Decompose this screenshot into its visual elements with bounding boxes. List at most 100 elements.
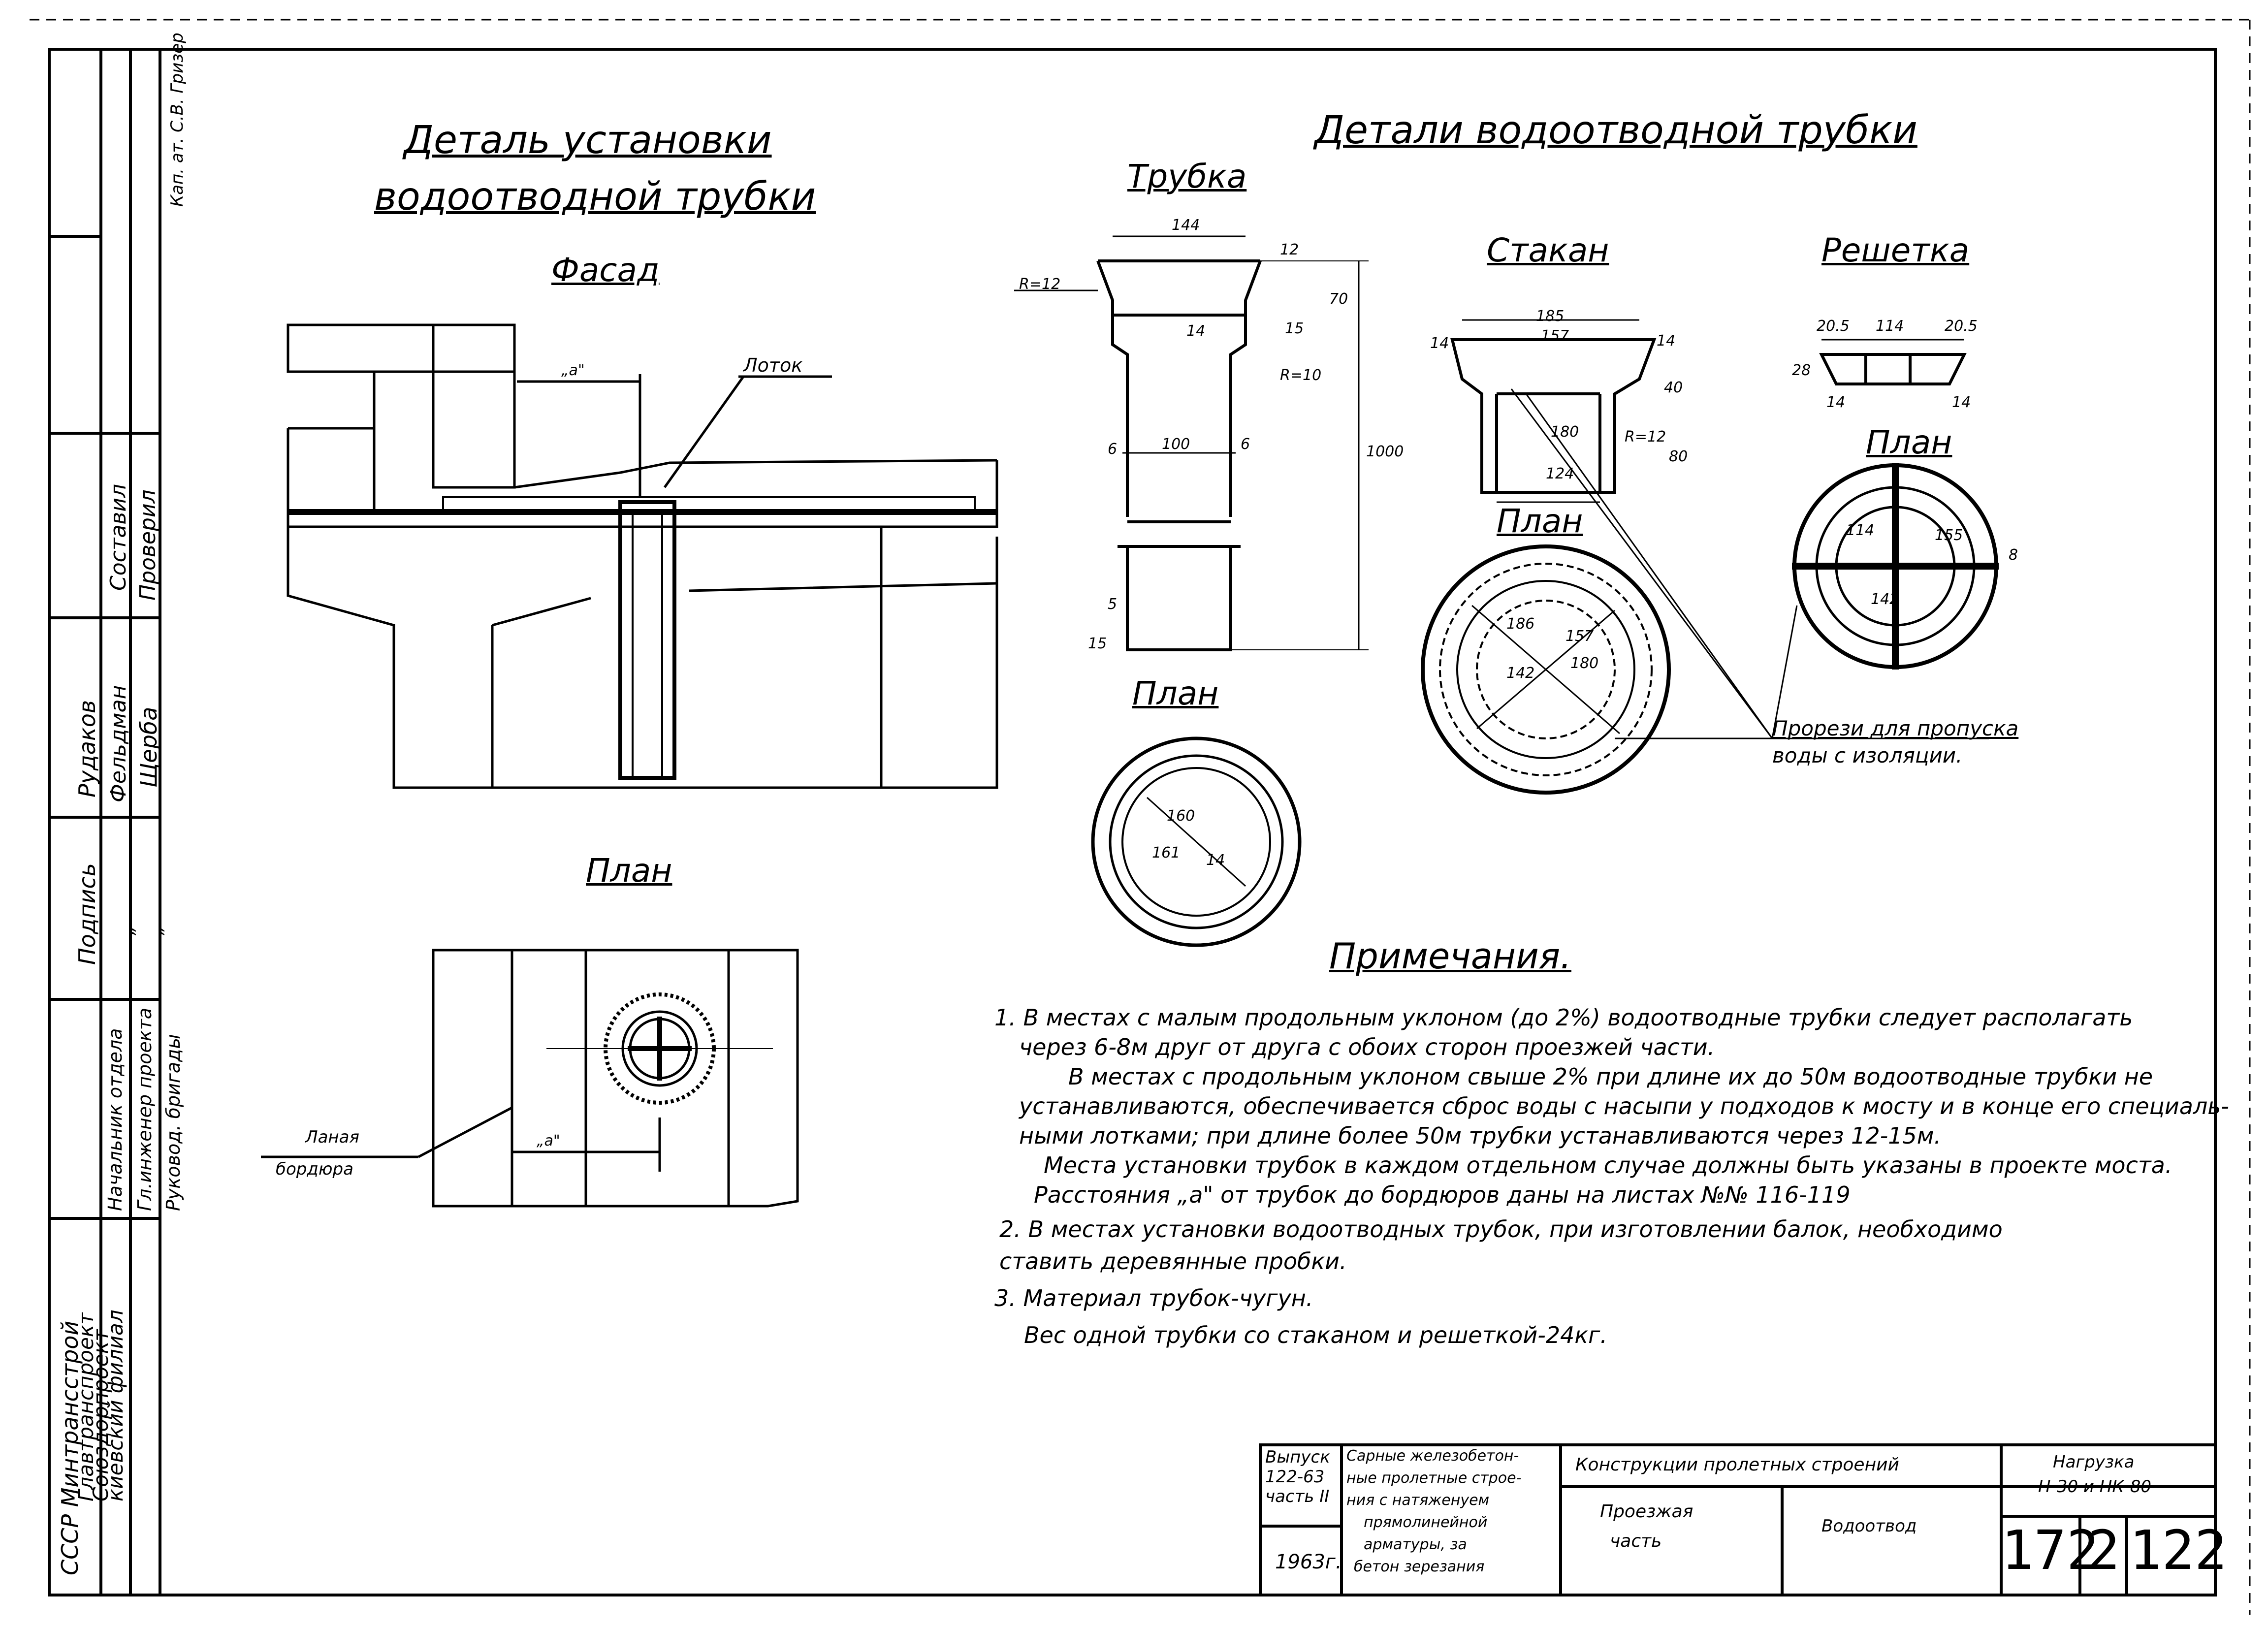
slots-leaders xyxy=(1510,388,1989,739)
dim-6-right: 6 xyxy=(1241,436,1250,453)
podpis-mark-2: „ xyxy=(147,926,167,935)
stamp-part-2: часть xyxy=(1610,1531,1662,1551)
dim-8: 8 xyxy=(2009,546,2018,564)
stamp-year: 1963г. xyxy=(1275,1551,1342,1573)
note-line-8: 2. В местах установки водоотводных трубо… xyxy=(999,1216,2003,1243)
dim-157: 157 xyxy=(1541,327,1569,345)
notes-heading: Примечания. xyxy=(1329,935,1571,977)
dim-14: 14 xyxy=(1186,322,1206,340)
dim-15-bottom: 15 xyxy=(1088,635,1107,652)
note-line-9: ставить деревянные пробки. xyxy=(999,1248,1347,1275)
dim-142-grid: 142 xyxy=(1871,591,1899,608)
dim-186: 186 xyxy=(1506,615,1535,633)
grid-plan-label: План xyxy=(1866,423,1952,461)
stamp-sheet-b: 2 xyxy=(2087,1519,2120,1582)
dim-114-plan: 114 xyxy=(1846,522,1875,539)
role-2: Гл.инженер проекта xyxy=(134,1007,156,1211)
dim-161: 161 xyxy=(1152,844,1181,862)
dim-5: 5 xyxy=(1108,596,1118,613)
dim-28: 28 xyxy=(1792,362,1811,379)
dim-100: 100 xyxy=(1162,436,1190,453)
stamp-part-1: Проезжая xyxy=(1600,1501,1693,1522)
dim-205-right: 20.5 xyxy=(1945,318,1978,335)
dim-144: 144 xyxy=(1172,217,1200,234)
dim-r10: R=10 xyxy=(1280,367,1322,384)
sostavil-label: Составил xyxy=(106,483,131,591)
dim-80: 80 xyxy=(1669,448,1688,465)
dim-114: 114 xyxy=(1876,318,1904,335)
role-1: Начальник отдела xyxy=(104,1028,126,1211)
left-title-line2: водоотводной трубки xyxy=(374,175,816,219)
note-line-5: ными лотками; при длине более 50м трубки… xyxy=(1019,1122,1942,1149)
stamp-series-6: бетон зерезания xyxy=(1354,1558,1485,1575)
note-line-4: устанавливаются, обеспечивается сброс во… xyxy=(1019,1093,2230,1119)
left-titleblock-grid xyxy=(49,49,161,1595)
stamp-series-3: ния с натяженуем xyxy=(1346,1492,1490,1509)
bottom-stamp-grid xyxy=(1259,1443,2217,1596)
cup-plan-drawing xyxy=(1421,544,1671,795)
name-1: Рудаков xyxy=(74,700,100,798)
dim-14-grid-left: 14 xyxy=(1826,394,1846,411)
stamp-vypusk-2: 122-63 xyxy=(1265,1467,1325,1487)
dim-180-cup-plan: 180 xyxy=(1570,655,1599,672)
slots-note-2: воды с изоляции. xyxy=(1772,743,1963,767)
facade-label: Фасад xyxy=(551,251,660,289)
dim-15: 15 xyxy=(1285,320,1304,337)
stamp-load-1: Нагрузка xyxy=(2053,1452,2135,1472)
name-2: Фельдман xyxy=(106,685,131,802)
note-line-3: В местах с продольным уклоном свыше 2% п… xyxy=(1068,1063,2153,1090)
dim-160: 160 xyxy=(1167,807,1195,825)
note-line-1: 1. В местах с малым продольным уклоном (… xyxy=(994,1004,2133,1031)
dim-185: 185 xyxy=(1536,308,1565,325)
left-plan-label: План xyxy=(586,852,672,890)
sheet-frame xyxy=(48,48,2217,1596)
note-line-2: через 6-8м друг от друга с обоих сторон … xyxy=(1019,1034,1715,1060)
dim-124: 124 xyxy=(1546,465,1574,482)
stamp-series-2: ные пролетные строе- xyxy=(1346,1469,1522,1487)
tube-drawing xyxy=(1014,235,1369,651)
edge-label-1: Ланая xyxy=(305,1127,359,1147)
dim-6-left: 6 xyxy=(1108,441,1118,458)
dim-r12-cup: R=12 xyxy=(1625,428,1666,446)
dim-180: 180 xyxy=(1551,423,1579,441)
corner-note: Кап. ат. С.В. Гризер xyxy=(167,32,187,207)
lotok-label: Лоток xyxy=(743,354,803,376)
dim-70: 70 xyxy=(1329,290,1348,308)
grid-label: Решетка xyxy=(1821,231,1970,269)
proveril-label: Проверил xyxy=(135,489,160,601)
dim-155: 155 xyxy=(1935,527,1963,544)
dim-40: 40 xyxy=(1664,379,1683,396)
dim-12: 12 xyxy=(1280,241,1299,258)
note-line-6: Места установки трубок в каждом отдельно… xyxy=(1044,1152,2172,1179)
dim-205-left: 20.5 xyxy=(1817,318,1850,335)
org-line-4: киевский филиал xyxy=(103,1309,128,1501)
podpis-header: Подпись xyxy=(74,863,100,965)
role-3: Руковод. бригады xyxy=(162,1034,184,1211)
cup-plan-label: План xyxy=(1497,502,1583,540)
note-line-11: Вес одной трубки со стаканом и решеткой-… xyxy=(1024,1322,1607,1348)
facade-a-label: „а" xyxy=(561,362,585,379)
stamp-series-5: арматуры, за xyxy=(1364,1536,1467,1553)
dim-157-plan: 157 xyxy=(1565,628,1594,645)
left-plan-drawing xyxy=(261,949,799,1208)
grid-drawing xyxy=(1819,339,1967,385)
stamp-vypusk-1: Выпуск xyxy=(1265,1447,1330,1467)
tube-label: Трубка xyxy=(1127,158,1247,195)
dim-14-tube-plan: 14 xyxy=(1206,852,1225,869)
tube-plan-drawing xyxy=(1091,736,1302,947)
stamp-sheet-c: 122 xyxy=(2129,1519,2227,1582)
stamp-series-1: Cарные железобетон- xyxy=(1346,1447,1519,1465)
dim-142-cup: 142 xyxy=(1506,665,1535,682)
podpis-mark-1: „ xyxy=(118,926,138,935)
cup-label: Стакан xyxy=(1487,231,1609,269)
stamp-item: Водоотвод xyxy=(1821,1516,1917,1536)
right-title: Детали водоотводной трубки xyxy=(1314,108,1917,153)
edge-label-2: бордюра xyxy=(276,1159,353,1179)
note-line-10: 3. Материал трубок-чугун. xyxy=(994,1285,1313,1311)
plan-a-label: „а" xyxy=(537,1132,560,1149)
dim-14-grid-right: 14 xyxy=(1952,394,1971,411)
slots-note-1: Прорези для пропуска xyxy=(1772,716,2019,740)
dim-1000: 1000 xyxy=(1366,443,1404,460)
stamp-section: Конструкции пролетных строений xyxy=(1575,1455,1899,1475)
